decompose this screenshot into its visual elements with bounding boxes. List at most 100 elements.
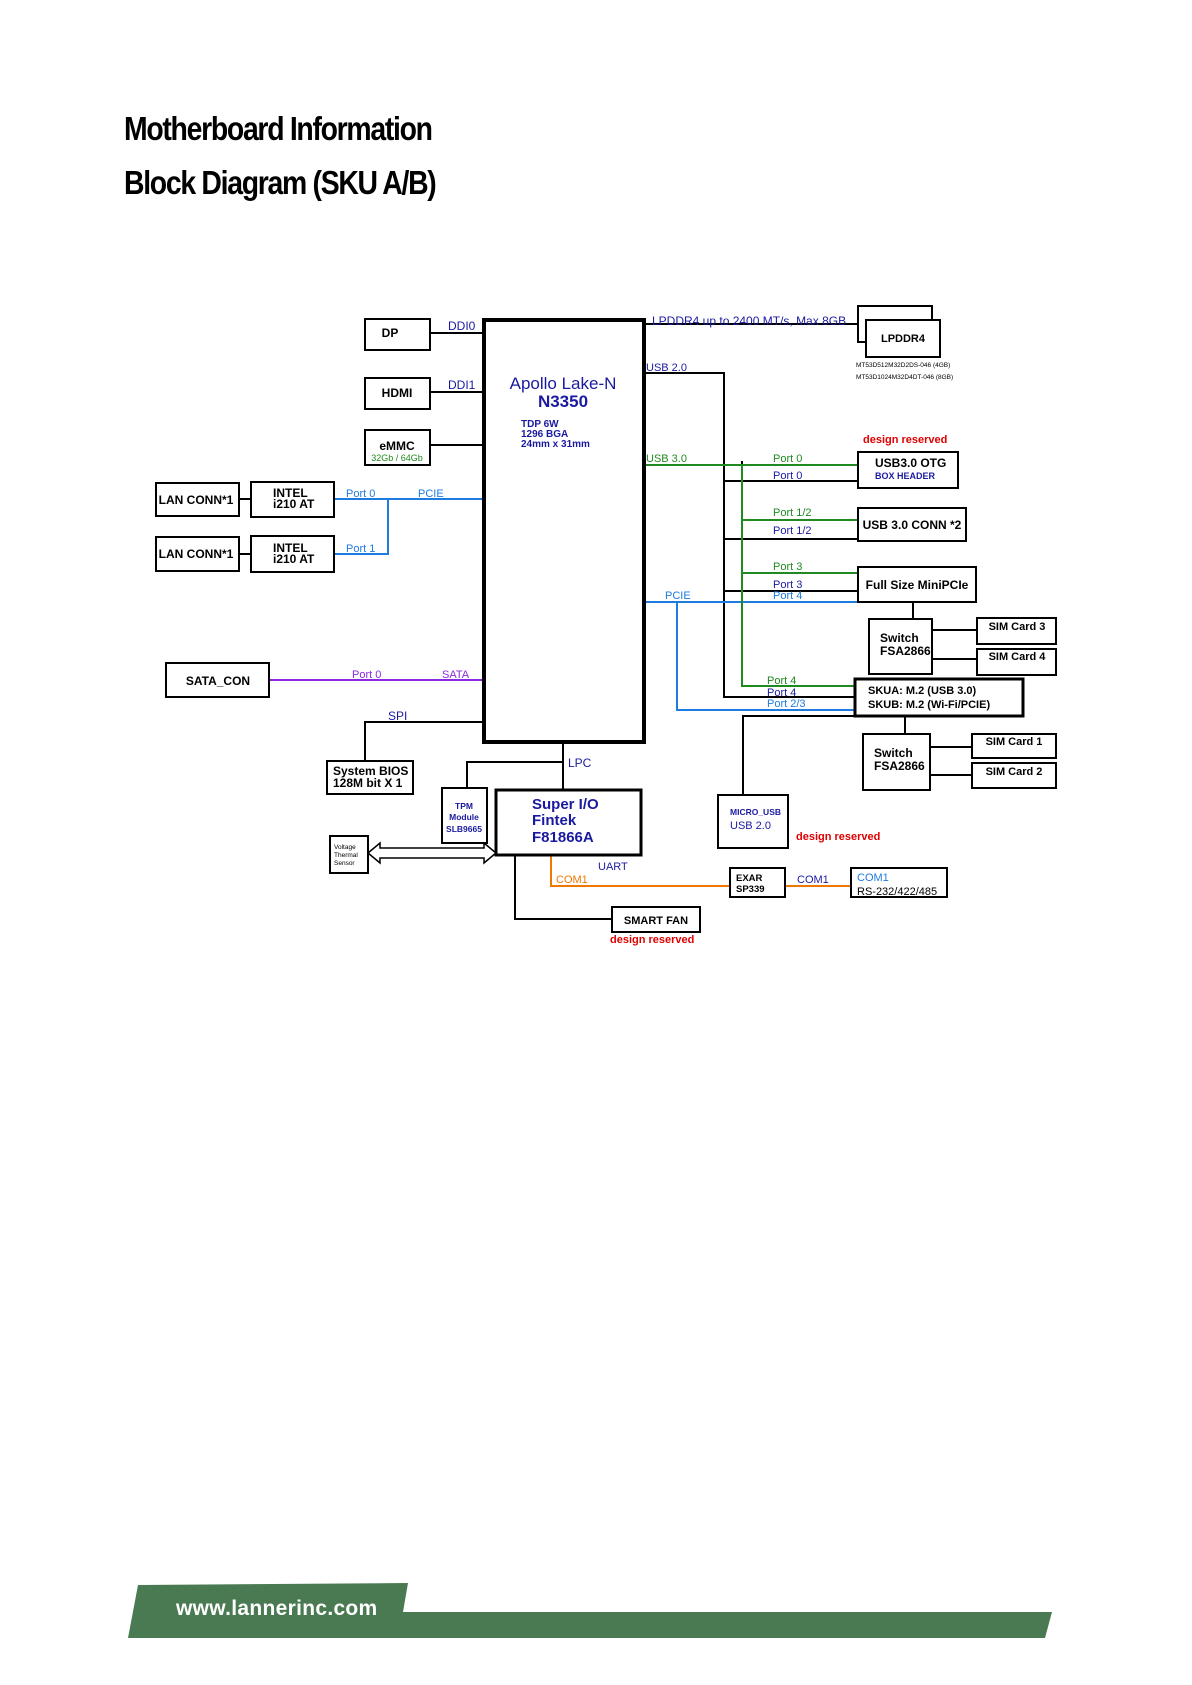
com1-blue-label: COM1 [797,874,829,886]
intel1-box [250,481,335,518]
sim4-label: SIM Card 4 [989,651,1047,663]
design-reserved-fan: design reserved [610,934,694,946]
sim2-label: SIM Card 2 [986,766,1043,778]
dp-label: DP [382,326,399,340]
bios-line2: 128M bit X 1 [333,776,403,790]
sata-con-label: SATA_CON [186,674,250,688]
emmc-size: 32Gb / 64Gb [371,453,423,463]
sata-port0-label: Port 0 [352,669,381,681]
micro-usb-line2: USB 2.0 [730,820,771,832]
design-reserved-micro-usb: design reserved [796,831,880,843]
tpm-line3: SLB9665 [446,824,482,834]
switch-bot-box [862,733,931,791]
lan1-box [155,482,240,517]
lan-port1-label: Port 1 [346,543,375,555]
mpcie-port4-label: Port 4 [773,590,802,602]
sim1-box [971,733,1057,759]
m2-port23-label: Port 2/3 [767,698,806,710]
sim2-box [971,762,1057,789]
uart-label: UART [598,861,628,873]
exar-line2: SP339 [736,884,765,895]
com1-box-line2: RS-232/422/485 [857,886,937,898]
intel2-line2: i210 AT [273,552,315,566]
cpu-model: N3350 [538,392,588,411]
intel2-box [250,535,335,573]
cpu-name: Apollo Lake-N [510,374,617,393]
otg-port0-green: Port 0 [773,453,802,465]
lpddr-part-8gb: MT53D1024M32D4DT-046 (8GB) [856,374,953,381]
superio-line1: Super I/O [532,796,599,813]
dp-box [364,318,431,351]
micro-usb-line1: MICRO_USB [730,807,781,817]
minipcie-box [857,566,977,603]
m2-box [853,677,1025,718]
switch-bot-line1: Switch [874,746,913,760]
sensor-line3: Sensor [334,860,355,867]
page-title: Motherboard Information [124,110,433,147]
lan2-box [155,536,240,572]
skua-label: SKUA: M.2 (USB 3.0) [868,685,977,697]
box-header-label: BOX HEADER [875,471,936,481]
cpu-box [482,318,646,744]
footer-banner [128,1583,1052,1638]
usb3conn-label: USB 3.0 CONN *2 [863,518,962,532]
skub-label: SKUB: M.2 (Wi-Fi/PCIE) [868,699,990,711]
design-reserved-otg: design reserved [863,434,947,446]
sim3-box [976,617,1057,645]
lpc-label: LPC [568,756,592,770]
mpcie-port3-green: Port 3 [773,561,802,573]
bios-line1: System BIOS [333,764,408,778]
footer-url[interactable]: www.lannerinc.com [176,1597,378,1620]
superio-line3: F81866A [532,829,594,846]
switch-top-box [868,618,933,675]
superio-box [494,788,643,857]
lan2-label: LAN CONN*1 [159,547,234,561]
switch-top-line1: Switch [880,631,919,645]
usb3conn-box [857,507,967,542]
usb30-label: USB 3.0 [646,453,687,465]
intel1-line1: INTEL [273,486,308,500]
footer-tab-shape [128,1583,1052,1638]
lpddr4-box [865,319,941,358]
exar-line1: EXAR [736,873,763,884]
lan-port0-label: Port 0 [346,488,375,500]
intel2-line1: INTEL [273,541,308,555]
cpu-spec-bga: 1296 BGA [521,429,568,440]
otg-port0-blue: Port 0 [773,470,802,482]
spi-label: SPI [388,709,407,723]
com1-box [850,867,948,898]
intel1-line2: i210 AT [273,497,315,511]
com1-orange-label: COM1 [556,874,588,886]
usb20-label: USB 2.0 [646,362,687,374]
tpm-line1: TPM [455,801,473,811]
conn-port12-blue: Port 1/2 [773,525,812,537]
mpcie-port3-blue: Port 3 [773,579,802,591]
hdmi-label: HDMI [382,386,413,400]
usb3otg-box [857,451,959,489]
sata-label: SATA [442,669,470,681]
micro-usb-box [717,794,789,849]
bios-box [326,760,414,795]
emmc-box [364,429,431,466]
m2-port4-green: Port 4 [767,675,796,687]
sim4-box [976,648,1057,676]
m2-port4-blue: Port 4 [767,687,796,699]
conn-port12-green: Port 1/2 [773,507,812,519]
sim1-label: SIM Card 1 [986,736,1043,748]
sata-con-box [165,662,270,698]
pcie-right-label: PCIE [665,590,691,602]
com1-box-line1: COM1 [857,872,889,884]
lpddr-part-4gb: MT53D512M32D2DS-046 (4GB) [856,362,950,369]
hdmi-box [364,377,431,410]
switch-top-line2: FSA2866 [880,644,931,658]
sensor-box [329,835,369,874]
minipcie-label: Full Size MiniPCIe [866,578,969,592]
lpddr4-label: LPDDR4 [881,333,926,345]
smartfan-label: SMART FAN [624,915,688,927]
emmc-label: eMMC [379,439,415,453]
ddi0-label: DDI0 [448,319,476,333]
usb3otg-label: USB3.0 OTG [875,456,946,470]
superio-line2: Fintek [532,812,577,829]
sensor-arrow-icon [366,841,498,865]
